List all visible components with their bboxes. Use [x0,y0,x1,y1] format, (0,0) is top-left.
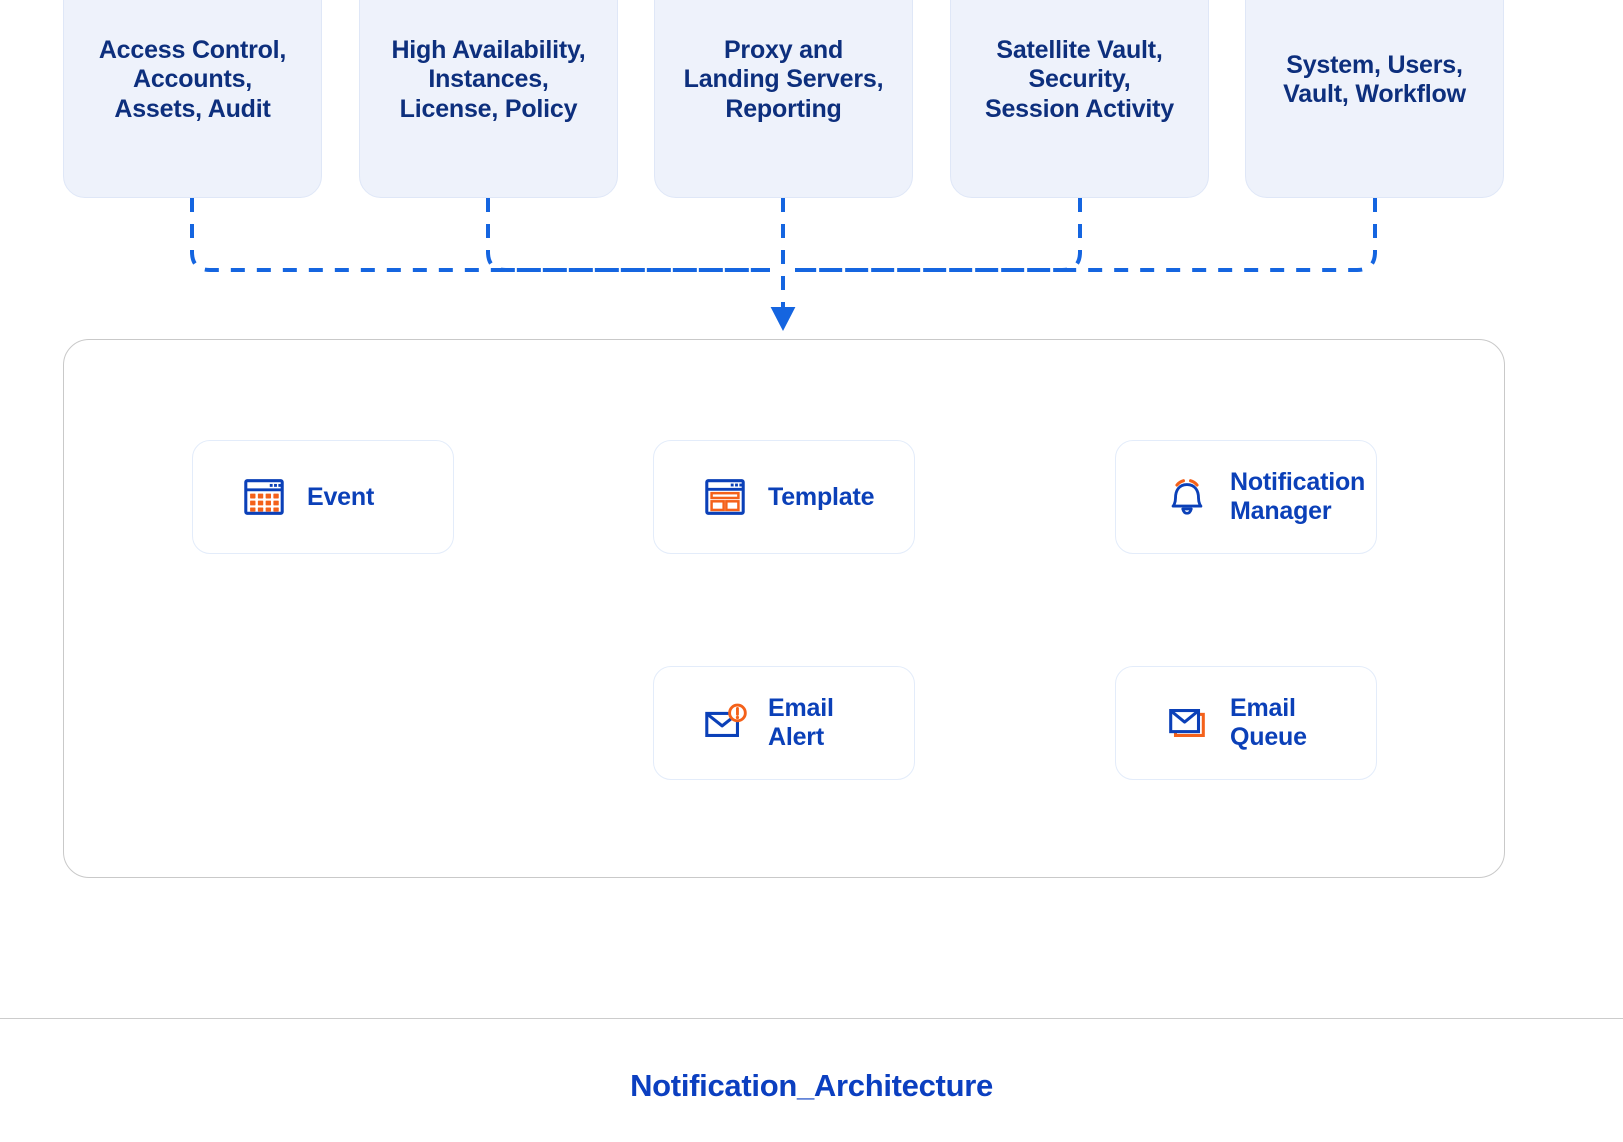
source-bus-connectors [190,198,1377,331]
node-card-email-queue[interactable]: Email Queue [1115,666,1377,780]
source-box-label: System, Users, Vault, Workflow [1283,50,1466,109]
node-card-event[interactable]: Event [192,440,454,554]
node-card-template[interactable]: Template [653,440,915,554]
source-box-label: High Availability, Instances, License, P… [391,35,586,123]
envelope-alert-icon [702,700,748,746]
node-card-label: Email Queue [1230,694,1307,751]
source-box-satellite-vault[interactable]: Satellite Vault, Security, Session Activ… [950,0,1209,198]
node-card-notification-manager[interactable]: Notification Manager [1115,440,1377,554]
connector-access-control [190,198,770,272]
node-card-label: Email Alert [768,694,834,751]
source-box-system-users-vault-workflow[interactable]: System, Users, Vault, Workflow [1245,0,1504,198]
source-box-label: Proxy and Landing Servers, Reporting [683,35,884,123]
bell-icon [1164,474,1210,520]
source-box-label: Satellite Vault, Security, Session Activ… [985,35,1174,123]
figure-caption: Notification_Architecture [630,1068,993,1103]
node-card-email-alert[interactable]: Email Alert [653,666,915,780]
calendar-grid-icon [241,474,287,520]
connector-satellite-vault [795,198,1082,272]
connector-high-availability [486,198,770,272]
connector-system-users [795,198,1377,272]
notification-subsystem-container [63,339,1505,878]
source-box-high-availability[interactable]: High Availability, Instances, License, P… [359,0,618,198]
source-box-access-control[interactable]: Access Control, Accounts, Assets, Audit [63,0,322,198]
node-card-label: Event [307,482,375,511]
node-card-label: Template [768,482,875,511]
node-card-label: Notification Manager [1230,468,1366,525]
browser-template-icon [702,474,748,520]
source-box-proxy-landing-servers[interactable]: Proxy and Landing Servers, Reporting [654,0,913,198]
envelope-stack-icon [1164,700,1210,746]
source-box-label: Access Control, Accounts, Assets, Audit [98,35,287,123]
footer-divider [0,1018,1623,1019]
